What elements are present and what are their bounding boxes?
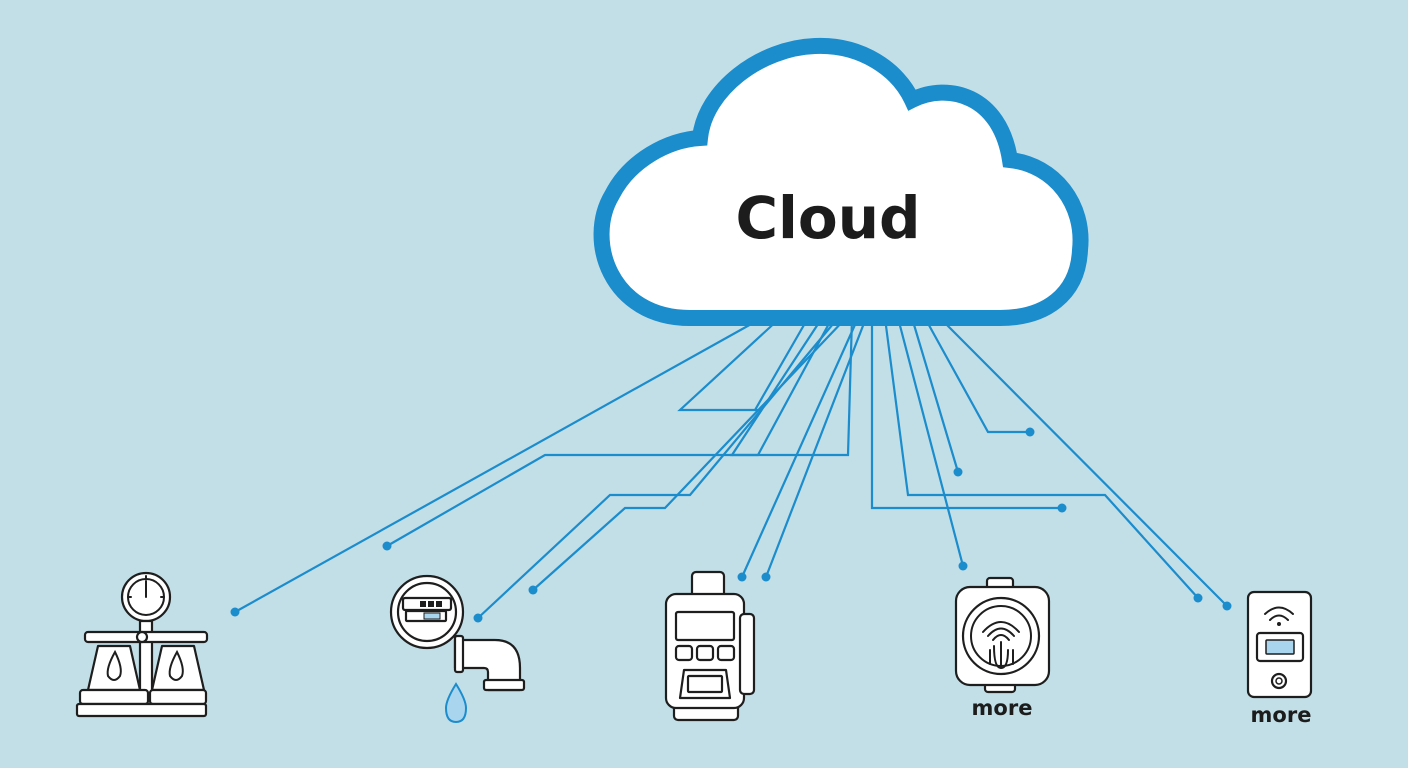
device-label: more [1251,703,1312,727]
connection-line [883,317,1199,599]
endpoint-dot [1057,503,1067,513]
endpoint-dot [761,572,771,582]
endpoint-dot [230,607,240,617]
water-meter-icon [389,574,526,724]
connection-line [740,317,860,578]
endpoint-dot [1193,593,1203,603]
smart-sensor-icon: more [954,576,1051,720]
wireless-controller-icon: more [1246,590,1313,727]
connection-line [532,317,847,591]
meter-reading [420,601,426,607]
connection-endpoints [230,427,1232,623]
scale-icon [75,571,209,718]
connection-line [764,317,868,578]
connection-line [386,317,823,547]
device-label: more [972,696,1033,720]
connection-line [234,317,763,613]
endpoint-dot [953,467,963,477]
connection-line [939,317,1228,607]
connection-line [477,317,839,619]
endpoint-dot [528,585,538,595]
connection-lines [234,317,1228,619]
endpoint-dot [737,572,747,582]
cloud-outline [593,37,1089,326]
endpoint-dot [1222,601,1232,611]
connection-line [870,318,1062,510]
connection-line [910,317,960,473]
endpoint-dot [1025,427,1035,437]
connection-line [677,317,809,412]
cloud-label: Cloud [735,184,920,252]
endpoint-dot [382,541,392,551]
wifi-icon [1264,606,1294,615]
connection-line [732,317,854,457]
connection-line [730,317,833,457]
endpoint-dot [958,561,968,571]
handheld-terminal-icon [664,570,756,722]
cloud-icon: Cloud [593,37,1089,326]
connection-line [896,317,965,567]
water-drop-icon [444,682,468,724]
connection-line [924,317,1030,434]
endpoint-dot [473,613,483,623]
